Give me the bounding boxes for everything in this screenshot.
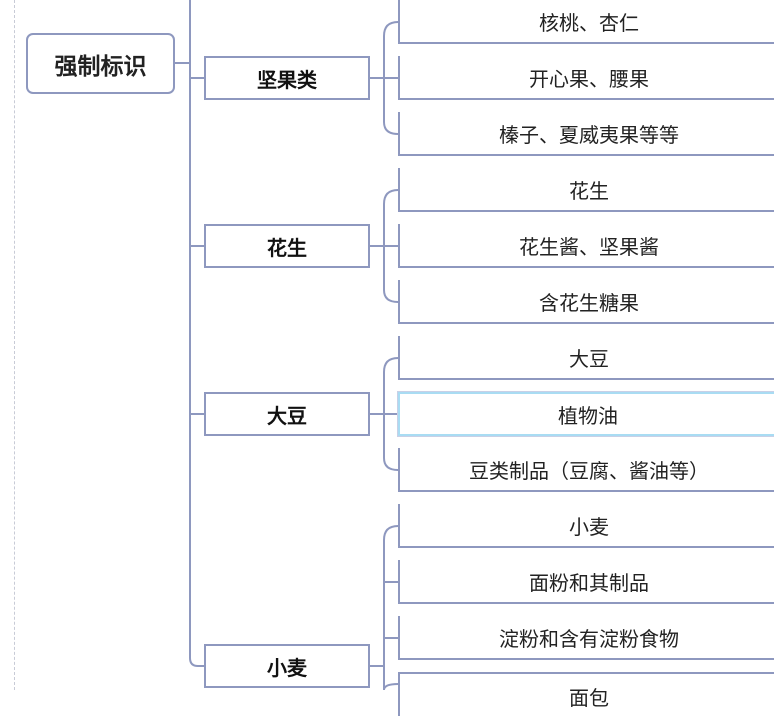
wheat-tick-4 [383,683,399,690]
branch-node-peanut[interactable]: 花生 [204,224,370,268]
leaf-node-hazelnut-macadamia[interactable]: 榛子、夏威夷果等等 [398,112,774,156]
leaf-node-peanut[interactable]: 花生 [398,168,774,212]
leaf-node-peanut-candy[interactable]: 含花生糖果 [398,280,774,324]
leaf-node-walnut-almond[interactable]: 核桃、杏仁 [398,0,774,44]
branch-node-wheat[interactable]: 小麦 [204,644,370,688]
wheat-sub-trunk [383,525,399,690]
leaf-node-pistachio-cashew[interactable]: 开心果、腰果 [398,56,774,100]
branch-node-soybean[interactable]: 大豆 [204,392,370,436]
leaf-node-wheat[interactable]: 小麦 [398,504,774,548]
leaf-node-starch-foods[interactable]: 淀粉和含有淀粉食物 [398,616,774,660]
leaf-node-flour-products[interactable]: 面粉和其制品 [398,560,774,604]
leaf-node-peanut-butter[interactable]: 花生酱、坚果酱 [398,224,774,268]
connector-lines [175,0,399,690]
branch-node-nuts[interactable]: 坚果类 [204,56,370,100]
trunk-line [189,0,204,667]
leaf-node-vegetable-oil[interactable]: 植物油 [397,391,774,437]
leaf-node-bread[interactable]: 面包 [398,672,774,716]
canvas-guide-line [14,0,15,690]
root-node[interactable]: 强制标识 [26,33,175,94]
leaf-node-soy-products[interactable]: 豆类制品（豆腐、酱油等） [398,448,774,492]
leaf-node-soybean[interactable]: 大豆 [398,336,774,380]
